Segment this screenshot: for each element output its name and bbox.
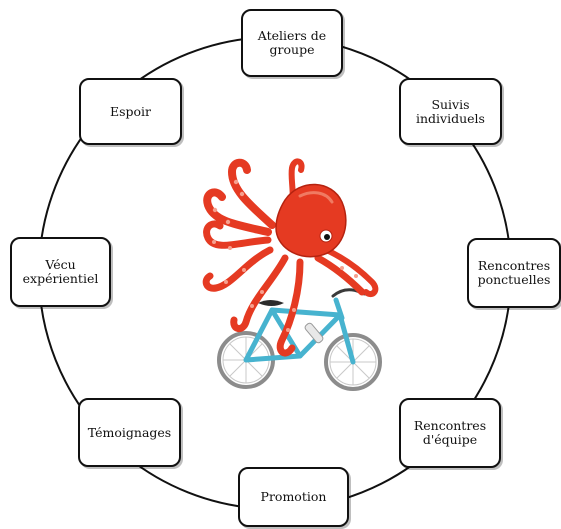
node-promotion: Promotion [238, 467, 349, 527]
node-rencontres-d-equipe: Rencontres d'équipe [399, 398, 501, 468]
bicycle-frame [243, 297, 356, 365]
node-temoignages: Témoignages [78, 398, 181, 467]
bicycle-seat [258, 300, 284, 306]
octopus-tentacles [202, 158, 379, 357]
node-ateliers-de-groupe: Ateliers de groupe [241, 9, 343, 77]
octopus-body [275, 183, 347, 258]
node-espoir: Espoir [79, 78, 182, 145]
water-bottle [304, 322, 324, 344]
octopus-on-bicycle-illustration [202, 158, 382, 391]
octopus-suckers [212, 179, 358, 332]
node-rencontres-ponctuelles: Rencontres ponctuelles [467, 238, 561, 308]
node-suivis-individuels: Suivis individuels [399, 78, 502, 145]
node-vecu-experientiel: Vécu expérientiel [10, 237, 111, 307]
